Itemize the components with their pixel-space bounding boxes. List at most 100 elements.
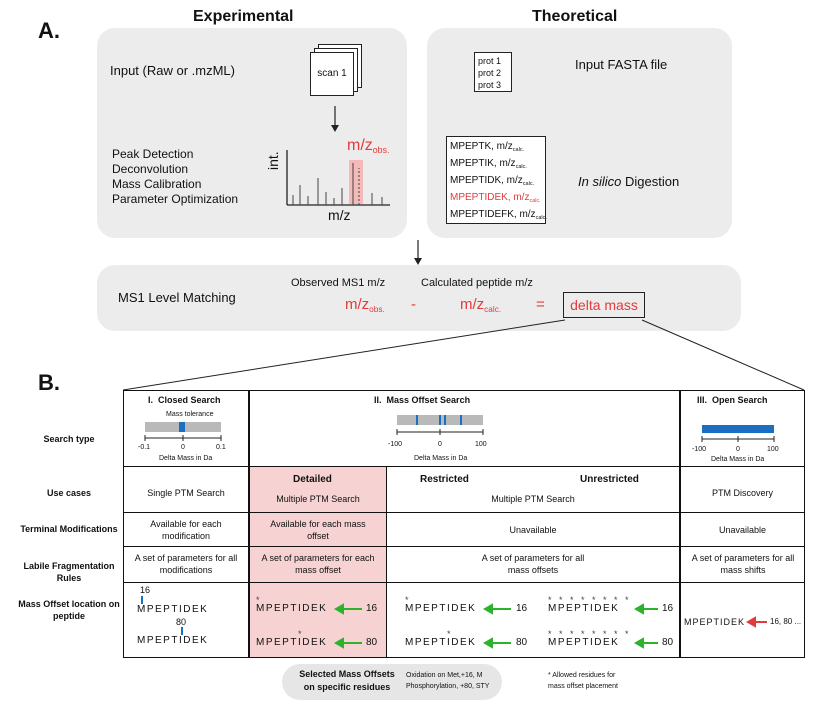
detailed-num-80: 80 (366, 637, 378, 648)
legend-desc-line1: Oxidation on Met,+16, M (406, 672, 483, 679)
prot-2: prot 2 (478, 68, 502, 78)
legend-pill (282, 664, 502, 700)
closed-axis-label: Delta Mass in Da (159, 455, 213, 462)
processing-steps: Peak Detection Deconvolution Mass Calibr… (112, 147, 238, 207)
legend-description: Oxidation on Met,+16, M Phosphorylation,… (406, 670, 489, 692)
unrestricted-seq-80: MPEPTIDEK (548, 637, 620, 648)
detailed-seq-80: MPEPTIDEK (256, 637, 328, 648)
open-axis-label: Delta Mass in Da (711, 456, 765, 463)
closed-tick-high: 0.1 (216, 444, 226, 451)
restricted-header: Restricted (420, 474, 469, 485)
step-mass-calibration: Mass Calibration (112, 177, 202, 191)
offset-use-case: Multiple PTM Search (491, 494, 575, 504)
star-marker: * (581, 595, 585, 605)
star-marker: * (625, 629, 629, 639)
open-search-title: III. Open Search (697, 395, 768, 405)
mz-obs-label: m/zobs. (347, 137, 390, 156)
restricted-num-80: 80 (516, 637, 528, 648)
closed-num-16: 16 (140, 585, 151, 595)
detailed-seq-16: MPEPTIDEK (256, 603, 328, 614)
mass-tolerance-label: Mass tolerance (166, 411, 214, 418)
restricted-seq-80: MPEPTIDEK (405, 637, 477, 648)
star-marker: * (570, 595, 574, 605)
digest-row: MPEPTIDK, m/zcalc. (450, 174, 535, 187)
star-marker: * (548, 629, 552, 639)
ms1-title: MS1 Level Matching (118, 290, 236, 305)
step-deconvolution: Deconvolution (112, 162, 189, 176)
experimental-title: Experimental (193, 8, 294, 25)
offset-labile: A set of parameters for all mass offsets (481, 553, 585, 575)
star-marker: * (405, 595, 409, 605)
fasta-card: prot 1 prot 2 prot 3 (474, 52, 512, 92)
closed-marker-80 (181, 627, 183, 635)
prot-3: prot 3 (478, 80, 502, 90)
closed-marker-16 (141, 596, 143, 604)
star-note: * Allowed residues for mass offset place… (548, 670, 618, 692)
star-marker: * (603, 595, 607, 605)
closed-tick-low: -0.1 (138, 444, 151, 451)
col-divider-2 (679, 390, 681, 658)
star-marker: * (625, 595, 629, 605)
col-divider-detailed (386, 466, 387, 658)
digest-row: MPEPTK, m/zcalc. (450, 141, 525, 153)
open-tick-zero: 0 (736, 446, 740, 453)
open-tick-low: -100 (692, 446, 707, 453)
calculated-label: Calculated peptide m/z (421, 277, 533, 289)
row-divider-2 (123, 512, 805, 513)
offset-tick-high: 100 (475, 441, 487, 448)
observed-label: Observed MS1 m/z (291, 277, 386, 289)
legend-title-line1: Selected Mass Offsets (299, 669, 395, 679)
mz-axis-label: m/z (328, 207, 351, 223)
open-labile: A set of parameters for all mass shifts (691, 553, 795, 575)
star-note-line2: mass offset placement (548, 683, 618, 690)
open-use-case: PTM Discovery (711, 488, 773, 498)
prot-1: prot 1 (478, 56, 502, 66)
offset-tick-zero: 0 (438, 441, 442, 448)
unrestricted-seq-16: MPEPTIDEK (548, 603, 620, 614)
digest-row: MPEPTIDEFK, m/zcalc. (450, 208, 547, 221)
row-header-offset-location: Mass Offset location on peptide (18, 599, 120, 621)
star-marker: * (581, 629, 585, 639)
row-header-search-type: Search type (43, 434, 95, 444)
open-terminal: Unavailable (718, 525, 767, 535)
offset-tick-low: -100 (388, 441, 403, 448)
digestion-label: In silico Digestion (578, 174, 680, 189)
unrestricted-header: Unrestricted (580, 474, 639, 485)
legend-desc-line2: Phosphorylation, +80, STY (406, 683, 490, 690)
star-marker: * (256, 595, 260, 605)
step-parameter-optimization: Parameter Optimization (112, 192, 239, 206)
star-marker: * (559, 595, 563, 605)
open-nums: 16, 80 ... (770, 617, 802, 626)
eq-minus: - (411, 296, 416, 313)
digest-row-highlight: MPEPTIDEK, m/zcalc. (450, 191, 541, 204)
comparison-table (123, 390, 805, 658)
col-divider-1 (248, 390, 250, 658)
star-marker: * (447, 629, 451, 639)
panel-a-label: A. (38, 18, 60, 43)
star-marker: * (559, 629, 563, 639)
star-marker: * (592, 595, 596, 605)
delta-mass-box: delta mass (563, 292, 645, 318)
detailed-use-case: Multiple PTM Search (276, 494, 360, 504)
unrestricted-num-16: 16 (662, 603, 674, 614)
star-marker: * (614, 595, 618, 605)
open-seq: MPEPTIDEK (684, 617, 746, 627)
eq-mz-obs: m/zobs. (345, 296, 385, 314)
input-raw-label: Input (Raw or .mzML) (110, 63, 235, 78)
step-peak-detection: Peak Detection (112, 147, 194, 161)
offset-terminal: Unavailable (509, 525, 557, 535)
closed-use-case: Single PTM Search (147, 488, 225, 498)
fasta-label: Input FASTA file (575, 57, 668, 72)
detailed-labile: A set of parameters for each mass offset (261, 553, 375, 575)
eq-mz-calc: m/zcalc. (460, 296, 502, 314)
open-tick-high: 100 (767, 446, 779, 453)
detailed-highlight (249, 466, 386, 658)
row-header-terminal: Terminal Modifications (20, 524, 118, 534)
closed-search-title: I. Closed Search (148, 395, 221, 405)
